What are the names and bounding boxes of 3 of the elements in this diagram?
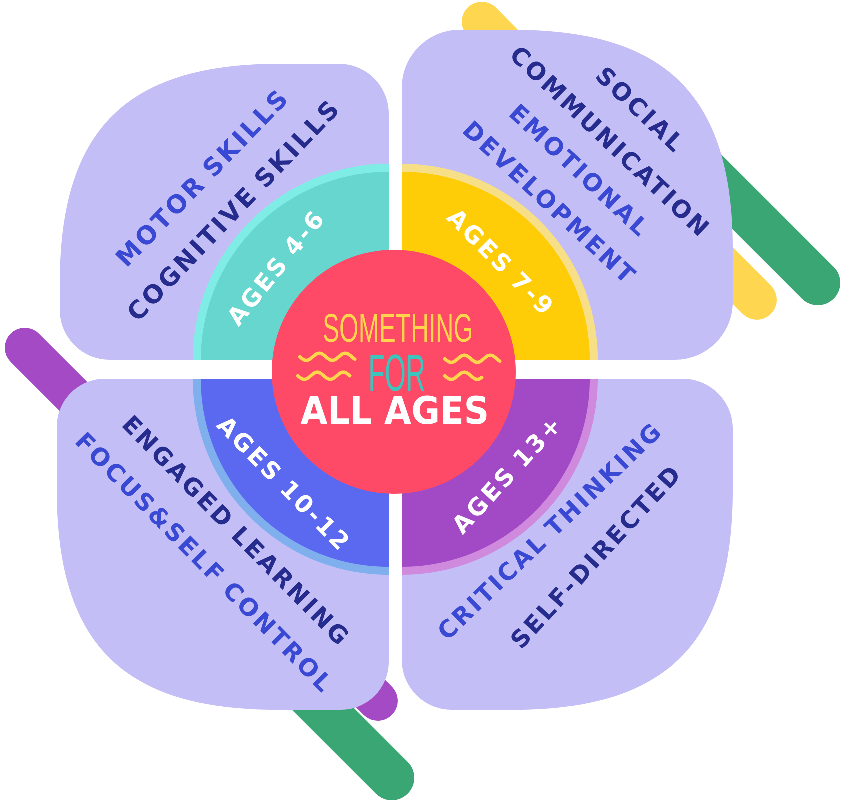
heading-text: ALL AGES — [300, 396, 487, 425]
heading-text: SOMETHING — [324, 314, 472, 342]
heading-text: FOR — [370, 354, 424, 392]
